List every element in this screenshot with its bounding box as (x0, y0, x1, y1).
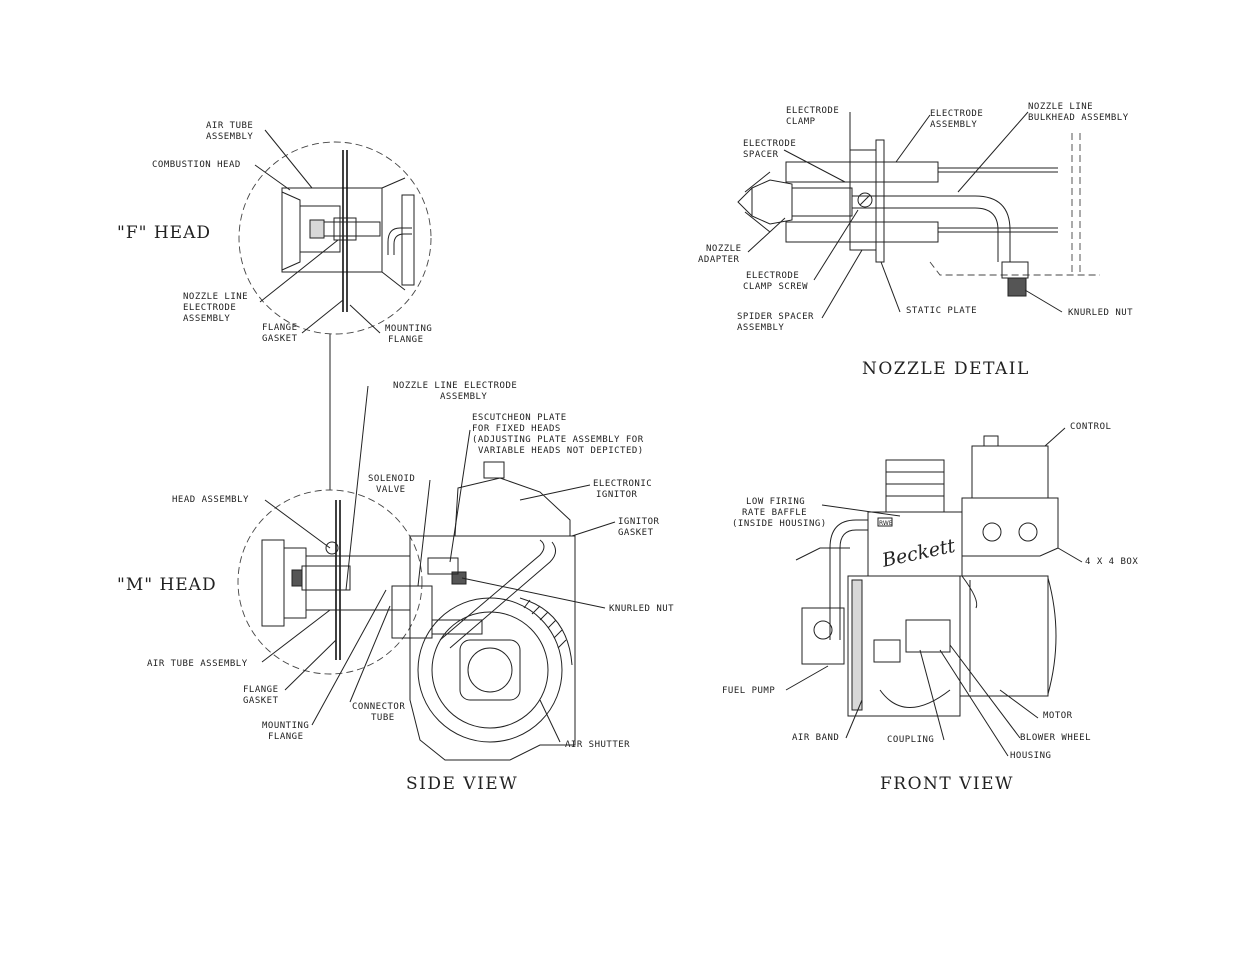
fv-housing-label: HOUSING (1010, 751, 1051, 761)
fv-baffle-label-3: (INSIDE HOUSING) (732, 519, 827, 529)
side-view-title: SIDE VIEW (406, 774, 518, 794)
side-view-section: "M" HEAD (117, 381, 674, 794)
nd-electrode-assembly-label-2: ASSEMBLY (930, 120, 977, 130)
f-flange-gasket-label-2: GASKET (262, 334, 298, 344)
front-view-section: Beckett RWB (722, 422, 1138, 794)
fv-coupling-label: COUPLING (887, 735, 934, 745)
f-mounting-flange-label-1: MOUNTING (385, 324, 432, 334)
sv-nozzle-line-label-1: NOZZLE LINE ELECTRODE (393, 381, 517, 391)
side-view-drawing (261, 461, 576, 761)
rwb-badge-text: RWB (879, 520, 893, 527)
sv-flange-gasket-label-2: GASKET (243, 696, 279, 706)
beckett-logo-text: Beckett (879, 535, 957, 572)
f-nozzle-line-label-1: NOZZLE LINE (183, 292, 248, 302)
nozzle-detail-drawing (737, 133, 1100, 297)
fv-baffle-label-2: RATE BAFFLE (742, 508, 807, 518)
f-head-detail-circle (238, 141, 432, 335)
nd-knurled-nut-label: KNURLED NUT (1068, 308, 1133, 318)
f-head-heading: "F" HEAD (117, 223, 211, 243)
sv-mounting-flange-label-2: FLANGE (268, 732, 304, 742)
sv-solenoid-label-2: VALVE (376, 485, 406, 495)
fv-fuel-pump-label: FUEL PUMP (722, 686, 775, 696)
sv-flange-gasket-label-1: FLANGE (243, 685, 279, 695)
sv-ignitor-label-1: ELECTRONIC (593, 479, 652, 489)
sv-solenoid-label-1: SOLENOID (368, 474, 415, 484)
m-head-detail-circle (237, 489, 423, 675)
front-view-drawing: Beckett RWB (795, 435, 1059, 717)
nd-bulkhead-label-2: BULKHEAD ASSEMBLY (1028, 113, 1129, 123)
f-nozzle-line-label-3: ASSEMBLY (183, 314, 230, 324)
fv-box-label: 4 X 4 BOX (1085, 557, 1138, 567)
m-head-heading: "M" HEAD (117, 575, 217, 595)
nd-electrode-spacer-label-2: SPACER (743, 150, 779, 160)
f-air-tube-label-2: ASSEMBLY (206, 132, 253, 142)
nd-nozzle-adapter-label-1: NOZZLE (706, 244, 742, 254)
nd-electrode-assembly-label-1: ELECTRODE (930, 109, 983, 119)
nd-clamp-screw-label-1: ELECTRODE (746, 271, 799, 281)
sv-ignitor-gasket-label-1: IGNITOR (618, 517, 660, 527)
sv-mounting-flange-label-1: MOUNTING (262, 721, 309, 731)
nd-nozzle-adapter-label-2: ADAPTER (698, 255, 740, 265)
sv-escutcheon-label-2: FOR FIXED HEADS (472, 424, 561, 434)
nd-electrode-clamp-label-1: ELECTRODE (786, 106, 839, 116)
nd-clamp-screw-label-2: CLAMP SCREW (743, 282, 808, 292)
sv-escutcheon-label-4: VARIABLE HEADS NOT DEPICTED) (478, 446, 644, 456)
f-combustion-head-label: COMBUSTION HEAD (152, 160, 241, 170)
f-nozzle-line-label-2: ELECTRODE (183, 303, 236, 313)
fv-blower-wheel-label: BLOWER WHEEL (1020, 733, 1091, 743)
f-mounting-flange-label-2: FLANGE (388, 335, 424, 345)
sv-escutcheon-label-3: (ADJUSTING PLATE ASSEMBLY FOR (472, 435, 644, 445)
nd-bulkhead-label-1: NOZZLE LINE (1028, 102, 1093, 112)
nd-spider-spacer-label-1: SPIDER SPACER (737, 312, 814, 322)
sv-air-tube-label: AIR TUBE ASSEMBLY (147, 659, 248, 669)
sv-ignitor-label-2: IGNITOR (596, 490, 638, 500)
nd-static-plate-label: STATIC PLATE (906, 306, 977, 316)
fv-motor-label: MOTOR (1043, 711, 1073, 721)
sv-connector-tube-label-2: TUBE (371, 713, 395, 723)
sv-escutcheon-label-1: ESCUTCHEON PLATE (472, 413, 567, 423)
fv-air-band-label: AIR BAND (792, 733, 839, 743)
nd-electrode-clamp-label-2: CLAMP (786, 117, 816, 127)
sv-head-assembly-label: HEAD ASSEMBLY (172, 495, 249, 505)
sv-knurled-nut-label: KNURLED NUT (609, 604, 674, 614)
f-air-tube-label-1: AIR TUBE (206, 121, 253, 131)
nozzle-detail-title: NOZZLE DETAIL (862, 359, 1030, 379)
sv-nozzle-line-label-2: ASSEMBLY (440, 392, 487, 402)
f-flange-gasket-label-1: FLANGE (262, 323, 298, 333)
nd-electrode-spacer-label-1: ELECTRODE (743, 139, 796, 149)
fv-baffle-label-1: LOW FIRING (746, 497, 805, 507)
nd-spider-spacer-label-2: ASSEMBLY (737, 323, 784, 333)
f-head-air-tube-drawing (281, 150, 415, 312)
front-view-title: FRONT VIEW (880, 774, 1014, 794)
sv-ignitor-gasket-label-2: GASKET (618, 528, 654, 538)
fv-control-label: CONTROL (1070, 422, 1111, 432)
sv-air-shutter-label: AIR SHUTTER (565, 740, 630, 750)
sv-connector-tube-label-1: CONNECTOR (352, 702, 405, 712)
